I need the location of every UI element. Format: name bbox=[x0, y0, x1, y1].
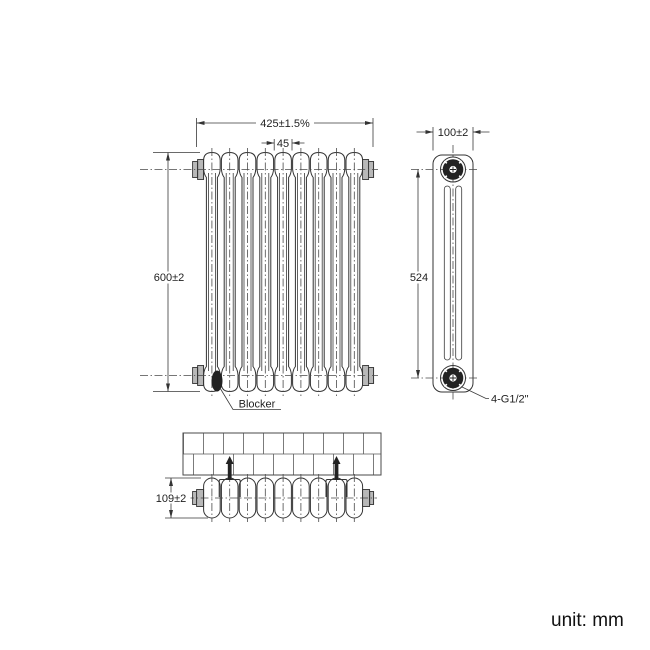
fitting-left-top-view bbox=[192, 489, 205, 507]
side-view: 100±2 524 4-G1/2" bbox=[406, 126, 529, 406]
dim-depth: 109±2 bbox=[151, 477, 208, 519]
side-slot-left bbox=[443, 185, 451, 361]
front-height-value: 600±2 bbox=[154, 272, 185, 284]
installation-view: 109±2 bbox=[151, 432, 382, 523]
side-slot-right bbox=[455, 185, 463, 361]
thread-callout: 4-G1/2" bbox=[460, 386, 529, 406]
wall bbox=[182, 432, 382, 476]
dim-side-width: 100±2 bbox=[416, 126, 490, 151]
radiator-columns bbox=[203, 147, 364, 397]
depth-value: 109±2 bbox=[156, 493, 187, 505]
dim-side-port-spacing: 524 bbox=[406, 169, 432, 378]
blocker-callout: Blocker bbox=[211, 370, 281, 411]
front-view: 425±1.5% 45 600±2 Blocker bbox=[140, 117, 378, 411]
dim-front-pitch: 45 bbox=[261, 138, 305, 151]
side-width-value: 100±2 bbox=[438, 127, 469, 139]
dim-front-height: 600±2 bbox=[149, 152, 200, 392]
blocker-plug bbox=[211, 370, 223, 392]
dim-front-width: 425±1.5% bbox=[196, 117, 374, 147]
blocker-label: Blocker bbox=[239, 399, 276, 411]
front-pitch-value: 45 bbox=[277, 138, 289, 150]
unit-label: unit: mm bbox=[551, 610, 624, 631]
port-spacing-value: 524 bbox=[410, 272, 428, 284]
front-width-value: 425±1.5% bbox=[260, 118, 310, 130]
fitting-right-top-view bbox=[362, 489, 375, 507]
port-top bbox=[439, 156, 467, 183]
thread-label: 4-G1/2" bbox=[491, 394, 529, 406]
